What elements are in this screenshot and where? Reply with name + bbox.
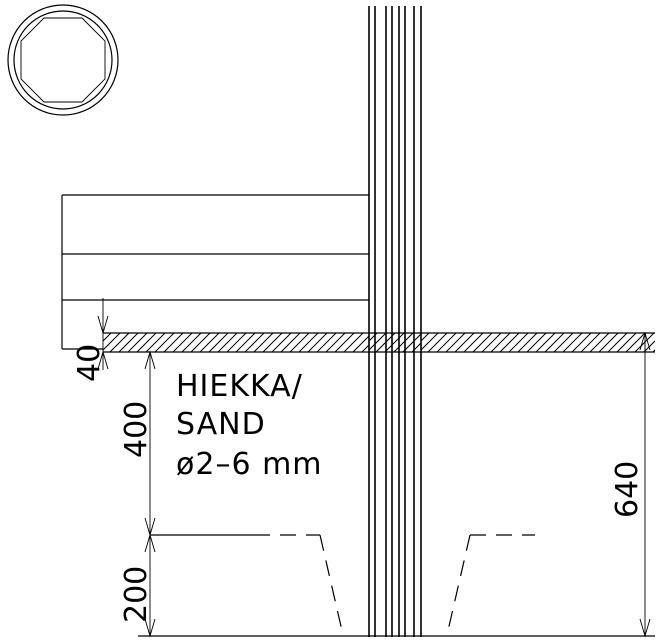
hatch-stroke <box>454 333 475 352</box>
trench-outline <box>138 534 655 637</box>
hatch-stroke <box>109 333 130 352</box>
hatch-stroke <box>154 333 175 352</box>
material-note: HIEKKA/ SAND ø2–6 mm <box>176 369 323 482</box>
hatch-stroke <box>361 344 369 352</box>
hatch-stroke <box>616 333 637 352</box>
dimension-200: 200 <box>119 533 156 638</box>
hatch-stroke <box>499 333 520 352</box>
hatch-stroke <box>103 333 121 351</box>
hatch-stroke <box>463 333 484 352</box>
hatch-stroke <box>118 333 139 352</box>
dimension-400: 400 <box>119 350 156 537</box>
hatch-stroke <box>136 333 157 352</box>
hatch-stroke <box>393 333 414 352</box>
hatch-stroke <box>262 333 283 352</box>
hatch-stroke <box>226 333 247 352</box>
hatch-stroke <box>375 333 396 352</box>
hatch-stroke <box>571 333 592 352</box>
hatch-stroke <box>427 333 448 352</box>
hatch-stroke <box>481 333 502 352</box>
hatch-stroke <box>298 333 319 352</box>
hatch-stroke <box>334 333 355 352</box>
hatch-stroke <box>421 333 430 342</box>
dimension-label-640: 640 <box>610 461 645 518</box>
hatch-stroke <box>307 333 328 352</box>
hatch-stroke <box>607 333 628 352</box>
hatch-stroke <box>181 333 202 352</box>
hatch-stroke <box>445 333 466 352</box>
hatch-stroke <box>190 333 211 352</box>
hatch-stroke <box>421 333 439 351</box>
hatch-stroke <box>369 333 378 342</box>
hatch-stroke <box>544 333 565 352</box>
hatch-stroke <box>145 333 166 352</box>
hatch-stroke <box>384 333 405 352</box>
hatch-stroke <box>589 333 610 352</box>
hatch-stroke <box>508 333 529 352</box>
hatch-stroke <box>253 333 274 352</box>
vertical-pipe <box>368 6 422 637</box>
dimension-640: 640 <box>610 331 651 638</box>
octagon-in-circle-icon <box>7 4 119 116</box>
hatch-stroke <box>163 333 184 352</box>
hatch-stroke <box>235 333 256 352</box>
hatch-stroke <box>316 333 337 352</box>
hatch-stroke <box>127 333 148 352</box>
hatch-stroke <box>199 333 220 352</box>
hatch-stroke <box>369 333 387 351</box>
slab-layers <box>61 194 369 350</box>
hatch-stroke <box>244 333 265 352</box>
dimension-label-40: 40 <box>72 344 107 382</box>
hatch-stroke <box>634 333 655 352</box>
hatch-stroke <box>535 333 556 352</box>
dimension-label-200: 200 <box>119 566 154 623</box>
note-line-sand: SAND <box>176 407 266 442</box>
hatch-stroke <box>352 335 369 352</box>
hatch-stroke <box>526 333 547 352</box>
hatch-stroke <box>325 333 346 352</box>
hatch-stroke <box>436 333 457 352</box>
hatch-stroke <box>217 333 238 352</box>
hatch-stroke <box>490 333 511 352</box>
hatch-stroke <box>517 333 538 352</box>
hatch-stroke <box>172 333 193 352</box>
hatch-stroke <box>343 333 364 352</box>
dimension-label-400: 400 <box>119 401 154 458</box>
hatch-stroke <box>411 342 421 352</box>
hatch-stroke <box>289 333 310 352</box>
dimension-40: 40 <box>72 298 109 382</box>
hatch-stroke <box>472 333 493 352</box>
ground-hatch <box>103 332 655 353</box>
hatch-stroke <box>280 333 301 352</box>
hatch-stroke <box>562 333 583 352</box>
hatch-stroke <box>402 333 421 352</box>
hatch-stroke <box>271 333 292 352</box>
hatch-stroke <box>553 333 574 352</box>
note-line-grain-size: ø2–6 mm <box>176 447 323 482</box>
hatch-stroke <box>643 340 655 352</box>
hatch-stroke <box>625 333 646 352</box>
hatch-stroke <box>598 333 619 352</box>
note-line-hiekka: HIEKKA/ <box>176 369 303 404</box>
hatch-stroke <box>208 333 229 352</box>
hatch-stroke <box>103 333 112 342</box>
hatch-stroke <box>580 333 601 352</box>
